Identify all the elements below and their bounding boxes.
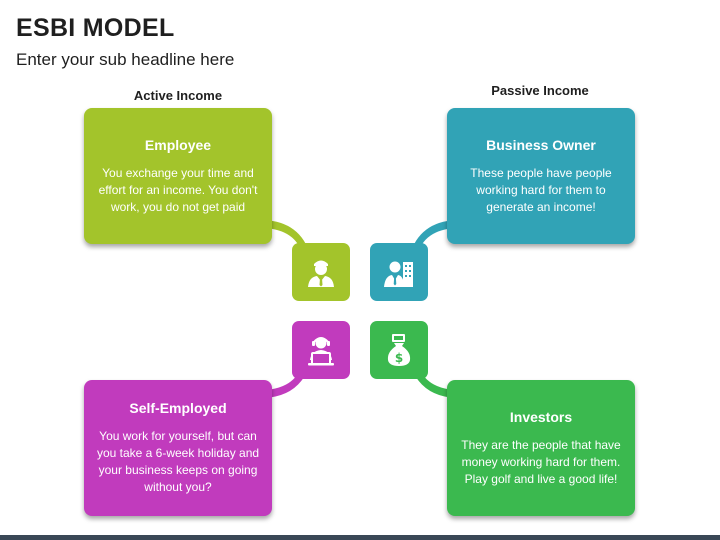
page-title: ESBI MODEL <box>16 14 175 42</box>
business-owner-text: These people have people working hard fo… <box>470 165 612 214</box>
self-employed-text: You work for yourself, but can you take … <box>96 429 260 494</box>
employee-icon <box>308 260 334 287</box>
self-employed-card: Self-Employed You work for yourself, but… <box>84 380 272 516</box>
money-bag-icon-box: $ <box>370 321 428 379</box>
svg-text:$: $ <box>395 351 403 365</box>
employee-title: Employee <box>144 136 212 153</box>
money-bag-icon: $ <box>387 334 411 366</box>
passive-income-label: Passive Income <box>491 83 589 98</box>
business-owner-title: Business Owner <box>486 136 596 153</box>
business-owner-card: Business Owner These people have people … <box>447 108 635 244</box>
employee-text: You exchange your time and effort for an… <box>98 165 258 214</box>
self-employed-icon-box <box>292 321 350 379</box>
business-owner-icon <box>384 261 413 287</box>
business-owner-icon-box <box>370 243 428 301</box>
bottom-bar <box>0 535 720 540</box>
investors-card: Investors They are the people that have … <box>447 380 635 516</box>
self-employed-title: Self-Employed <box>129 400 227 416</box>
investors-text: They are the people that have money work… <box>461 437 621 486</box>
investors-title: Investors <box>509 408 573 425</box>
page-subtitle: Enter your sub headline here <box>16 50 235 69</box>
employee-card: Employee You exchange your time and effo… <box>84 108 272 244</box>
self-employed-icon <box>308 337 334 366</box>
active-income-label: Active Income <box>133 88 223 103</box>
employee-icon-box <box>292 243 350 301</box>
